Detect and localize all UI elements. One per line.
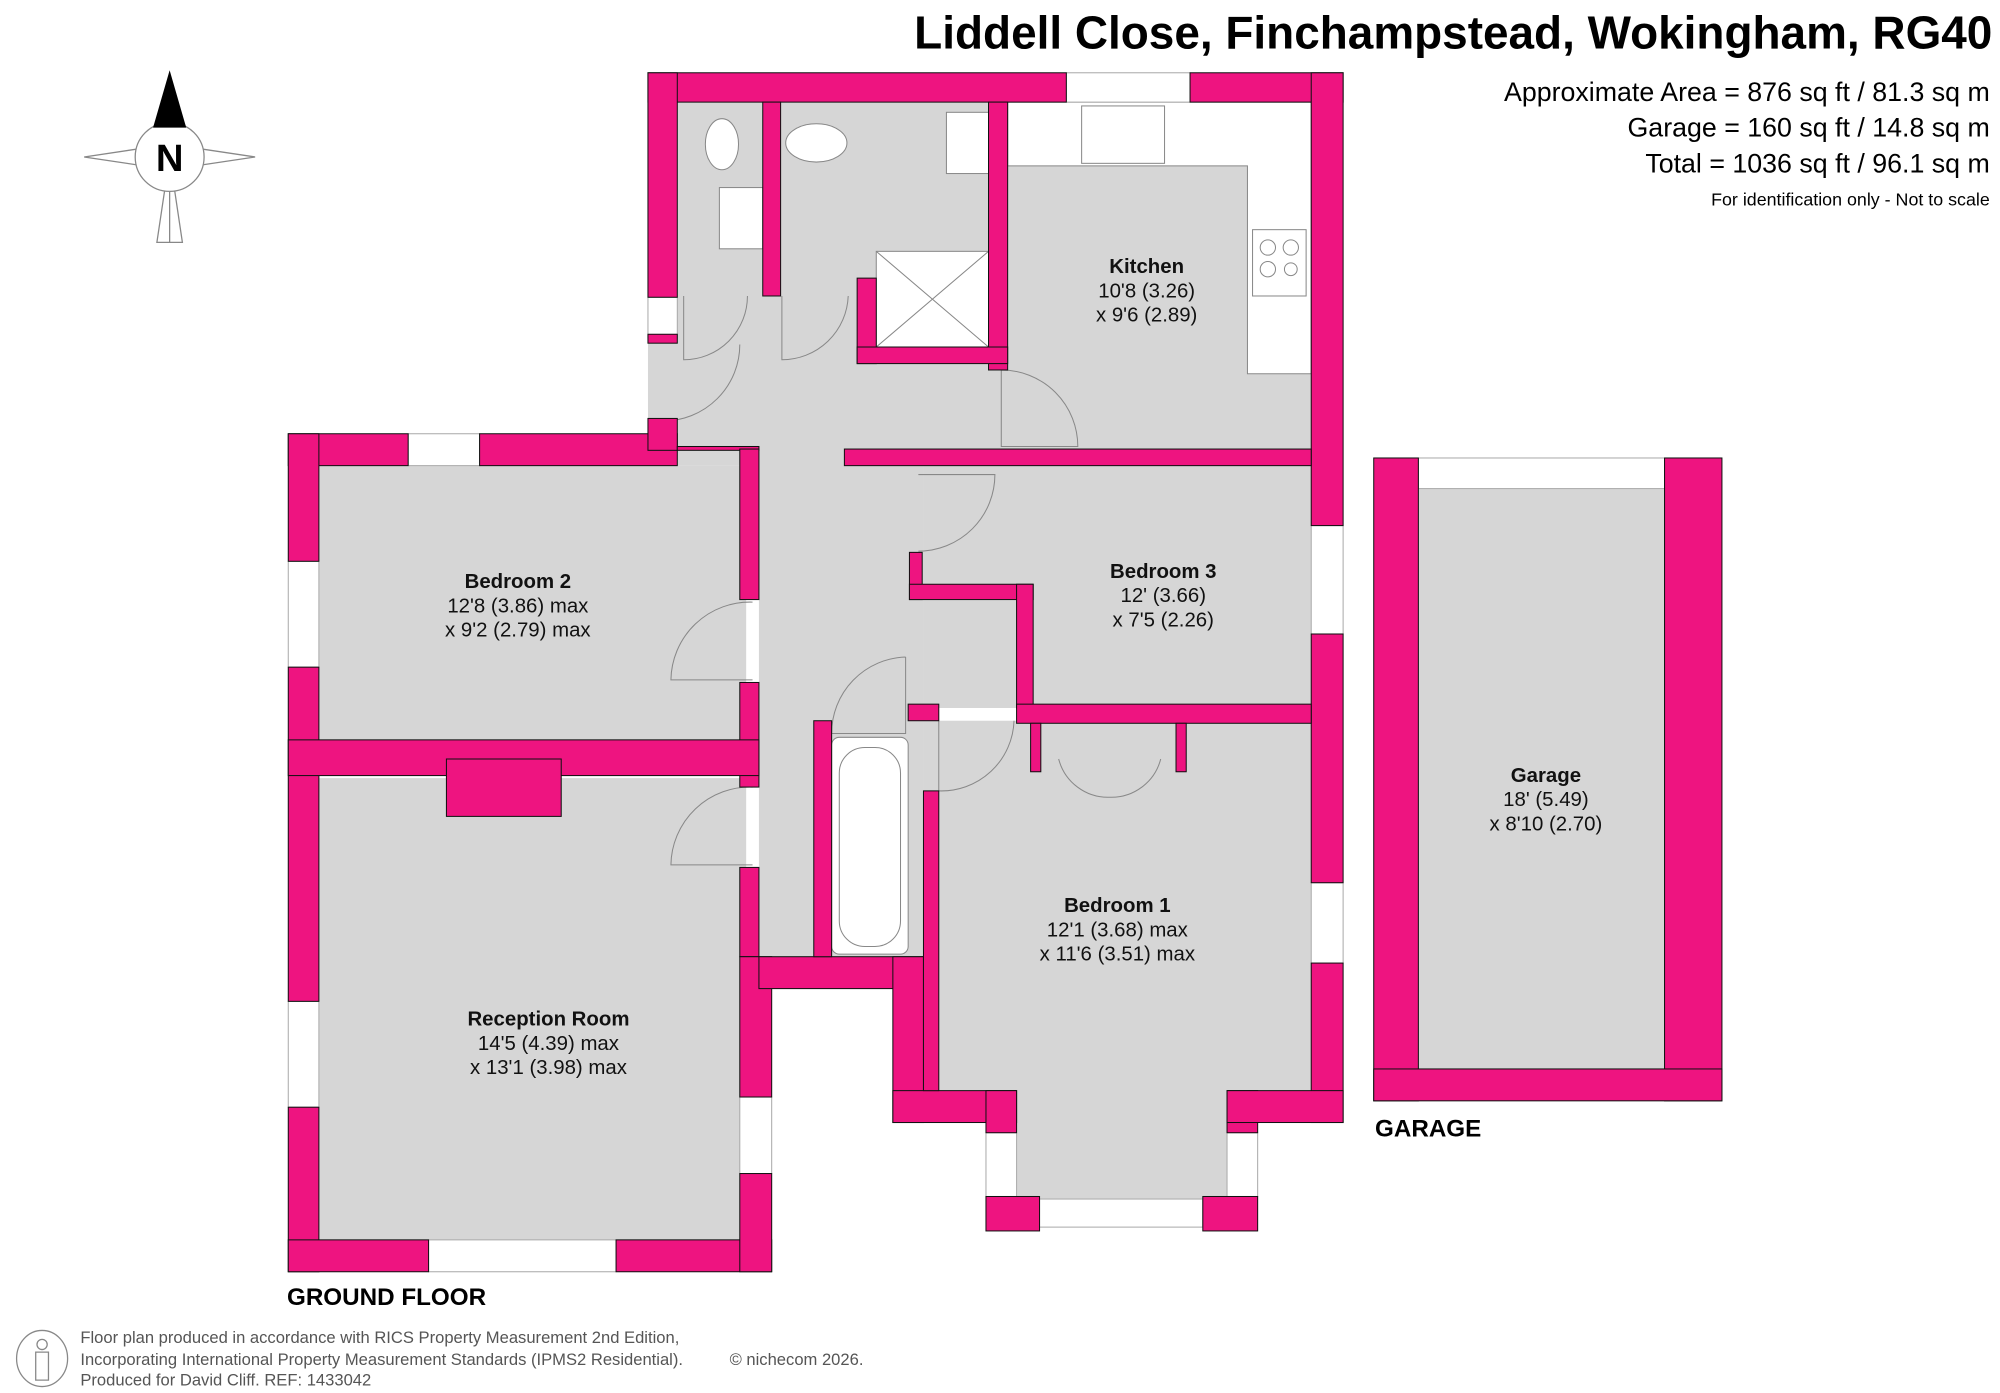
garage-dim1: 18' (5.49) (1503, 789, 1589, 811)
footer-line1: Floor plan produced in accordance with R… (80, 1328, 679, 1347)
bathroom-fixtures (704, 111, 990, 955)
disclaimer: For identification only - Not to scale (1711, 189, 1990, 209)
bedroom3-dim2: x 7'5 (2.26) (1113, 609, 1214, 631)
north-compass-icon: N (84, 70, 256, 244)
bedroom2-dim1: 12'8 (3.86) max (447, 595, 588, 617)
person-icon (15, 1329, 69, 1388)
bedroom3-dim1: 12' (3.66) (1121, 585, 1207, 607)
ground-floor-label: GROUND FLOOR (287, 1284, 486, 1311)
windows (287, 72, 1666, 1273)
reception-name: Reception Room (467, 1009, 629, 1031)
reception-dim2: x 13'1 (3.98) max (470, 1057, 627, 1079)
page-title: Liddell Close, Finchampstead, Wokingham,… (914, 7, 1992, 59)
bedroom1-name: Bedroom 1 (1064, 895, 1171, 917)
toilet-icon (785, 123, 848, 163)
walls (287, 72, 1723, 1273)
bedroom1-dim1: 12'1 (3.68) max (1047, 919, 1188, 941)
bedroom2-dim2: x 9'2 (2.79) max (445, 620, 591, 642)
bedroom3-name: Bedroom 3 (1110, 561, 1217, 583)
kitchen-dim2: x 9'6 (2.89) (1096, 304, 1197, 326)
toilet-icon (704, 118, 740, 171)
compass-label: N (156, 137, 184, 180)
sink-icon (1081, 105, 1166, 164)
garage-floor-label: GARAGE (1375, 1116, 1481, 1143)
garage-area: Garage = 160 sq ft / 14.8 sq m (1627, 113, 1989, 143)
garage-name: Garage (1511, 765, 1581, 787)
footer-line3: Produced for David Cliff. REF: 1433042 (80, 1370, 371, 1389)
bedroom1-dim2: x 11'6 (3.51) max (1040, 944, 1195, 966)
bedroom2-name: Bedroom 2 (465, 571, 572, 593)
reception-dim1: 14'5 (4.39) max (478, 1033, 619, 1055)
room-labels: Kitchen 10'8 (3.26) x 9'6 (2.89) Bedroom… (445, 256, 1602, 1079)
footer-line2: Incorporating International Property Mea… (80, 1350, 683, 1369)
hob-icon (1252, 229, 1307, 297)
kitchen-name: Kitchen (1109, 256, 1184, 278)
approx-area: Approximate Area = 876 sq ft / 81.3 sq m (1504, 77, 1990, 107)
basin-icon (945, 111, 990, 175)
footer-copyright: © nichecom 2026. (730, 1350, 864, 1369)
door-swings (663, 295, 1162, 866)
basin-icon (718, 187, 764, 250)
kitchen-dim1: 10'8 (3.26) (1098, 280, 1195, 302)
total-area: Total = 1036 sq ft / 96.1 sq m (1645, 148, 1989, 178)
garage-dim2: x 8'10 (2.70) (1490, 813, 1603, 835)
